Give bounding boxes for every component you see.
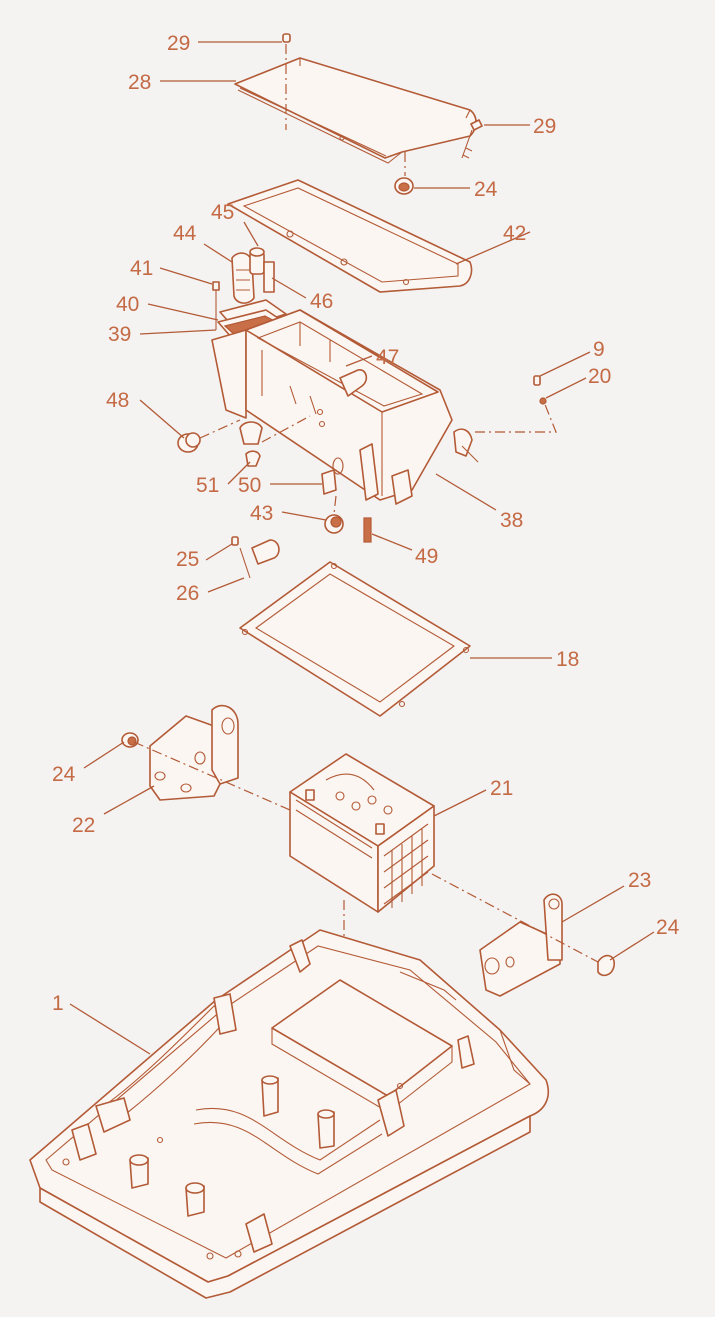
drain-plug [177,419,241,453]
battery-box [211,309,479,505]
terminal-post-assembly [212,247,287,339]
callout-41: 41 [130,257,153,280]
base-tray [29,929,550,1299]
callout-9: 9 [593,338,605,361]
callout-40: 40 [116,293,139,316]
callout-22: 22 [72,814,95,837]
callout-29-top: 29 [167,32,190,55]
callout-39: 39 [108,323,131,346]
callout-38: 38 [500,509,523,532]
cover-gasket-frame [227,179,473,293]
side-screws [475,375,557,433]
callout-45: 45 [211,201,234,224]
callout-labels: 29 28 29 24 45 44 42 41 46 40 39 47 9 20… [52,32,680,1015]
callout-24-left: 24 [52,763,76,786]
callout-24-top: 24 [474,178,498,201]
right-bracket [479,893,615,997]
callout-1: 1 [52,992,64,1015]
battery-cover [234,57,477,164]
small-clips [321,469,372,543]
callout-44: 44 [173,222,197,245]
leader-lines [69,41,655,1055]
callout-48: 48 [106,389,129,412]
callout-25: 25 [176,548,199,571]
left-bracket [121,704,239,801]
battery [289,753,435,913]
callout-49: 49 [415,545,438,568]
callout-42: 42 [503,222,526,245]
callout-46: 46 [310,290,333,313]
callout-47: 47 [376,346,399,369]
callout-50: 50 [238,474,261,497]
callout-21: 21 [490,777,513,800]
battery-base-gasket [239,561,471,717]
callout-43: 43 [250,502,273,525]
terminal-clamp [231,536,280,579]
grommet-top [394,152,414,195]
callout-20: 20 [588,365,611,388]
callout-18: 18 [556,648,579,671]
cover-screw-top [282,33,291,130]
callout-24-right: 24 [656,916,680,939]
callout-28: 28 [128,71,151,94]
bracket-axis-left [133,741,291,811]
callout-23: 23 [628,869,651,892]
callout-26: 26 [176,582,199,605]
callout-29-right: 29 [533,115,556,138]
callout-51: 51 [196,474,219,497]
cover-screw-right [461,119,483,159]
